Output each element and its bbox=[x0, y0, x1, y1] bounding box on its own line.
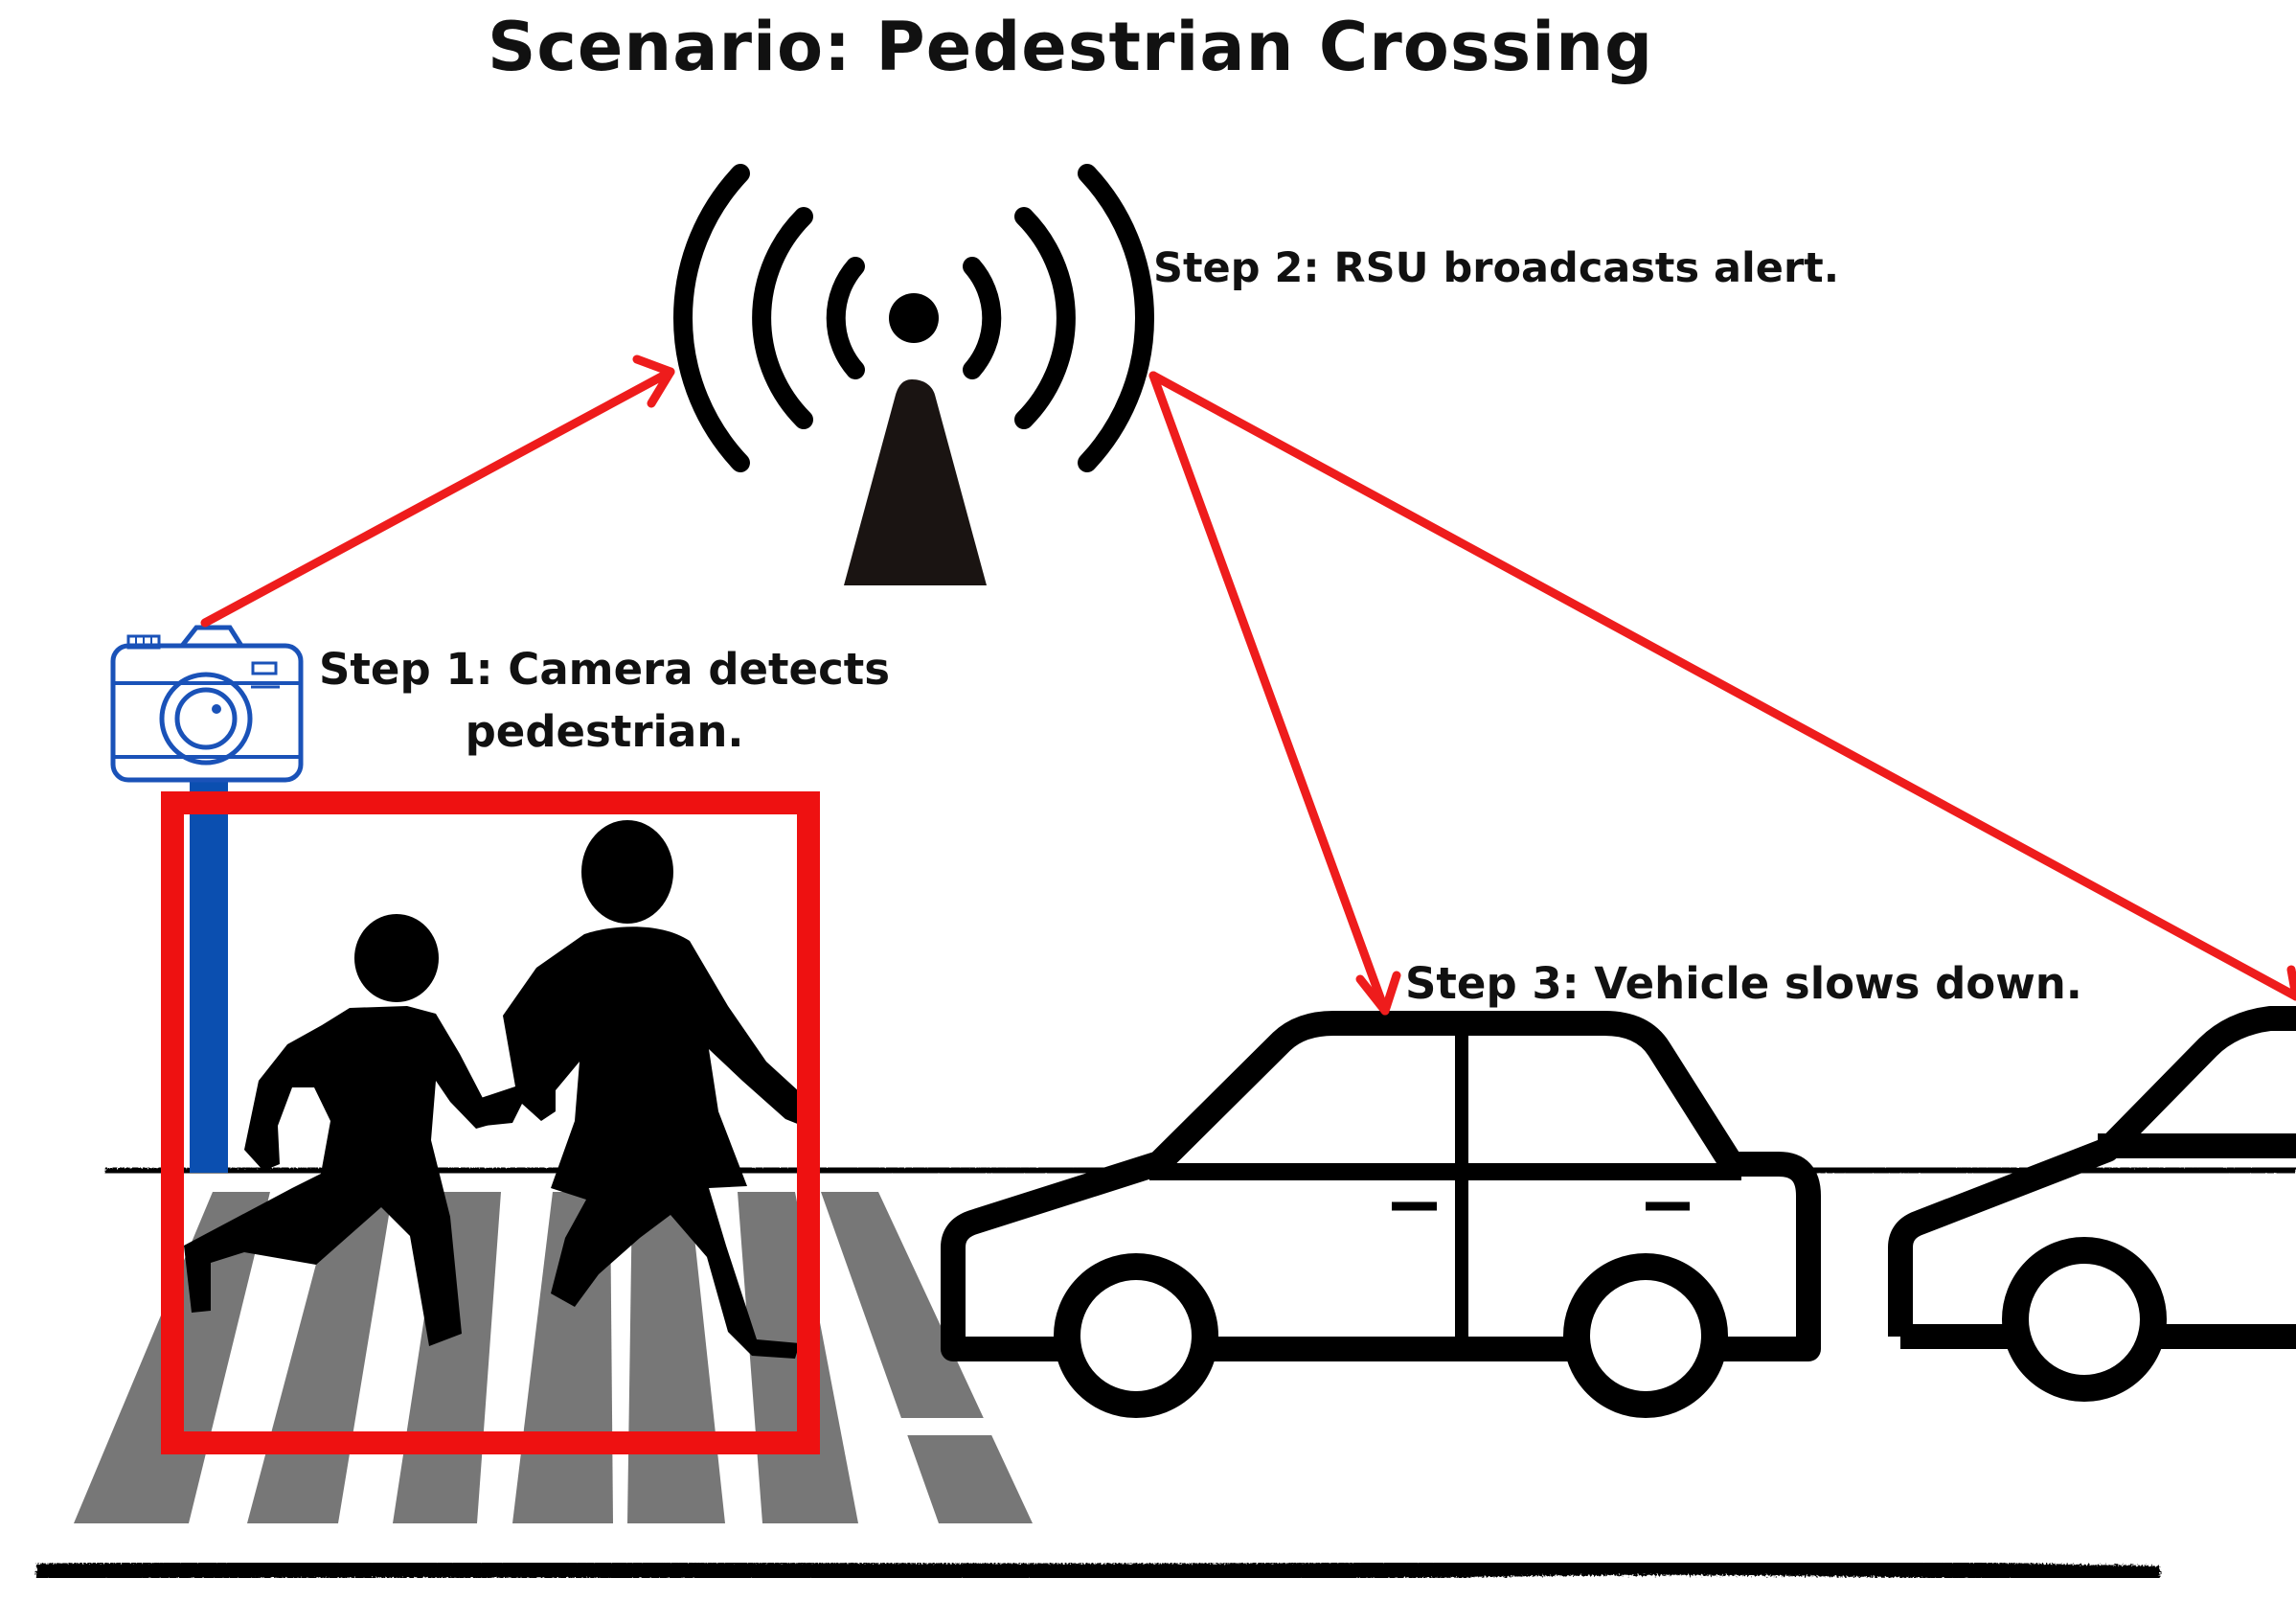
camera-icon bbox=[110, 625, 304, 783]
step1-line2: pedestrian. bbox=[465, 706, 744, 757]
arrow-camera-to-rsu bbox=[200, 367, 675, 628]
pedestrians-icon bbox=[184, 820, 816, 1359]
road-bottom-edge bbox=[35, 1558, 2161, 1583]
camera-pole bbox=[190, 778, 228, 1173]
arrow-rsu-to-car1 bbox=[1148, 371, 1390, 1016]
car-icon bbox=[941, 1011, 1821, 1418]
step1-label: Step 1: Camera detects pedestrian. bbox=[319, 638, 890, 763]
arrow-rsu-to-car2 bbox=[1148, 371, 2296, 1001]
step3-label: Step 3: Vehicle slows down. bbox=[1405, 958, 2082, 1009]
alert-arrows bbox=[200, 355, 2296, 1016]
detection-box bbox=[161, 791, 820, 1454]
rsu-antenna-icon bbox=[673, 164, 1154, 585]
scenario-title: Scenario: Pedestrian Crossing bbox=[488, 8, 1654, 86]
car-icon bbox=[1888, 1006, 2296, 1402]
step1-line1: Step 1: Camera detects bbox=[319, 644, 891, 695]
step2-label: Step 2: RSU broadcasts alert. bbox=[1153, 244, 1840, 292]
